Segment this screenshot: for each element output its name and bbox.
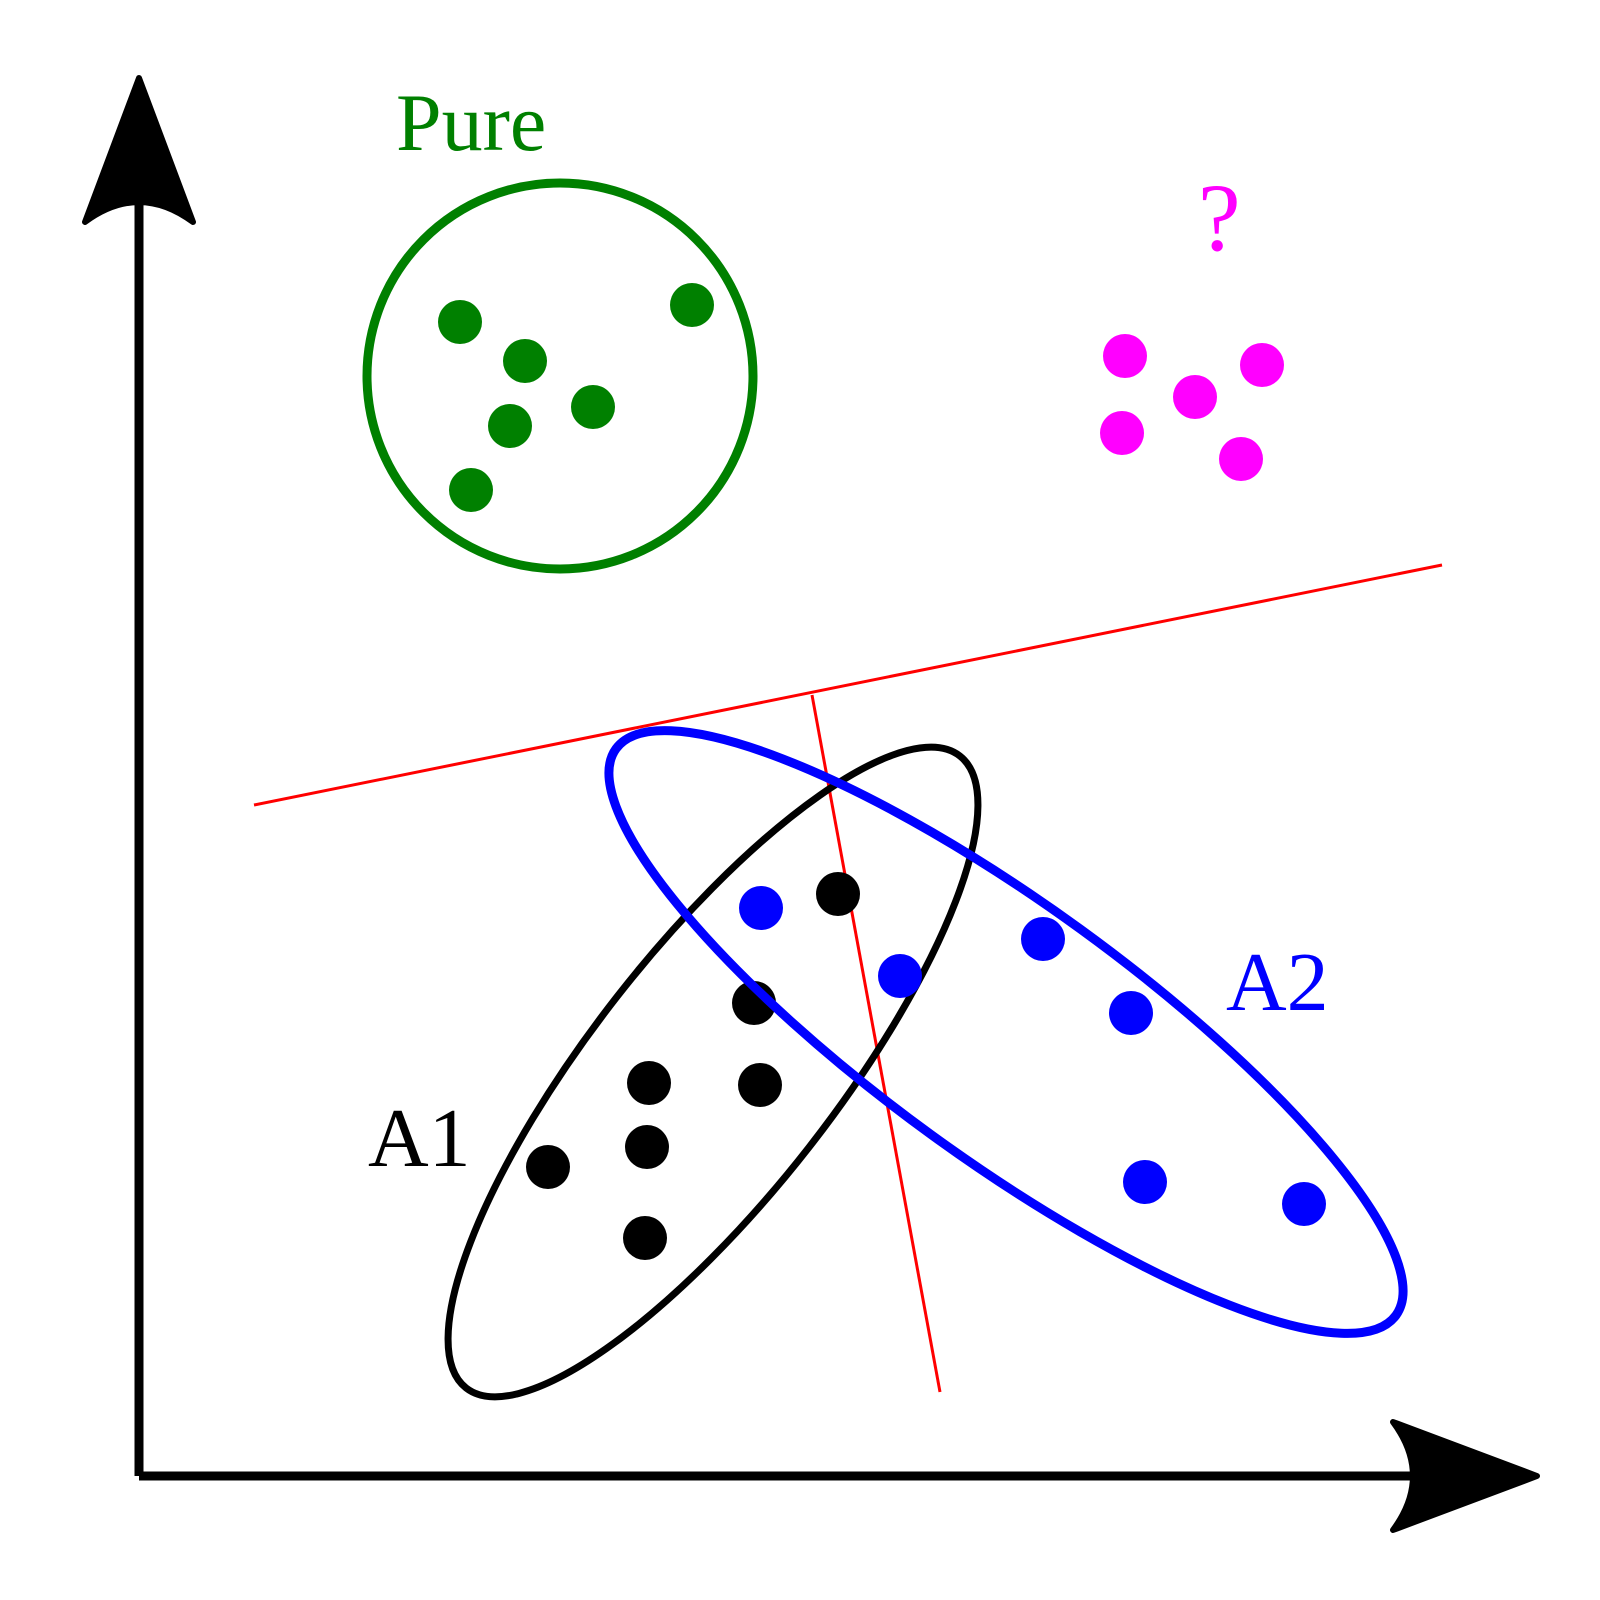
a2-ellipse (604, 726, 1408, 1338)
question-point (1103, 334, 1147, 378)
axes (82, 75, 1540, 1533)
a1-point (816, 872, 860, 916)
pure-point (503, 339, 547, 383)
question-point (1100, 411, 1144, 455)
x-axis-arrowhead (1390, 1419, 1540, 1533)
a2-cluster (604, 726, 1408, 1338)
pure-cluster (362, 178, 758, 574)
a2-point (1109, 991, 1153, 1035)
pure-point (438, 300, 482, 344)
pure-point (488, 404, 532, 448)
split-line-perpendicular (810, 694, 942, 1393)
pure-circle (362, 178, 758, 574)
question-cluster (1100, 334, 1284, 481)
split-line-main (253, 563, 1443, 807)
a1-cluster (444, 743, 982, 1401)
a1-point (623, 1216, 667, 1260)
a1-point (738, 1063, 782, 1107)
split-lines (253, 563, 1443, 1393)
a1-ellipse (444, 743, 982, 1401)
question-point (1240, 343, 1284, 387)
a2-point (739, 886, 783, 930)
question-point (1173, 375, 1217, 419)
y-axis-arrowhead (82, 75, 196, 225)
question-point (1219, 437, 1263, 481)
a1-point (627, 1061, 671, 1105)
a2-point (878, 954, 922, 998)
pure-point (449, 468, 493, 512)
question-label: ? (1198, 164, 1241, 271)
a2-label: A2 (1226, 936, 1329, 1029)
a1-point (526, 1145, 570, 1189)
a2-point (1123, 1160, 1167, 1204)
pure-label: Pure (396, 77, 546, 168)
a1-point (625, 1125, 669, 1169)
pure-point (571, 385, 615, 429)
pure-point (670, 283, 714, 327)
a2-point (1021, 917, 1065, 961)
a2-point (1282, 1182, 1326, 1226)
a1-label: A1 (368, 1092, 471, 1185)
